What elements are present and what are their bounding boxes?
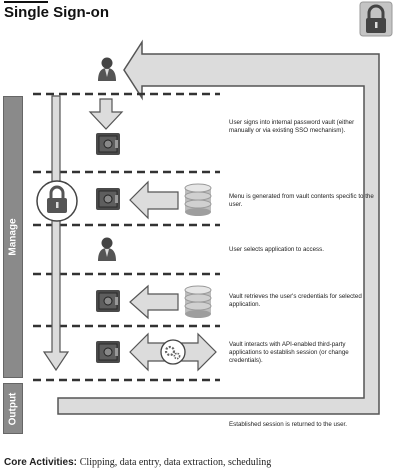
- database-icon: [184, 183, 212, 216]
- lock-icon: [359, 1, 393, 37]
- flow-down-arrow: [42, 95, 70, 372]
- manage-label-text: Manage: [7, 218, 19, 256]
- vault-icon: [96, 341, 120, 363]
- core-activities-label: Core Activities:: [4, 457, 77, 468]
- step-2-description: Menu is generated from vault contents sp…: [229, 193, 374, 208]
- step-1-description: User signs into internal password vault …: [229, 119, 355, 134]
- page-title: Single Sign-on: [4, 4, 109, 21]
- core-activities-text: Clipping, data entry, data extraction, s…: [79, 457, 272, 468]
- title-rule: [4, 1, 48, 3]
- vault-icon: [96, 133, 120, 155]
- left-arrow-icon: [129, 284, 179, 320]
- database-icon: [184, 285, 212, 318]
- gear-icon: [160, 339, 186, 365]
- left-arrow-icon: [129, 180, 179, 220]
- core-activities: Core Activities: Clipping, data entry, d…: [4, 457, 271, 468]
- output-label-text: Output: [7, 392, 19, 425]
- vault-icon: [96, 188, 120, 210]
- output-description: Established session is returned to the u…: [229, 421, 347, 428]
- vault-icon: [96, 290, 120, 312]
- user-icon: [98, 57, 116, 81]
- user-icon: [98, 237, 116, 261]
- step-4-description: Vault retrieves the user's credentials f…: [229, 293, 362, 308]
- loop-arrow: [57, 39, 380, 415]
- step-3-description: User selects application to access.: [229, 246, 324, 253]
- step-5-description: Vault interacts with API-enabled third-p…: [229, 341, 349, 364]
- step-separators: [33, 92, 220, 382]
- output-label: Output: [3, 383, 23, 434]
- lock-icon: [36, 180, 78, 222]
- down-arrow-icon: [88, 98, 124, 130]
- manage-label: Manage: [3, 96, 23, 378]
